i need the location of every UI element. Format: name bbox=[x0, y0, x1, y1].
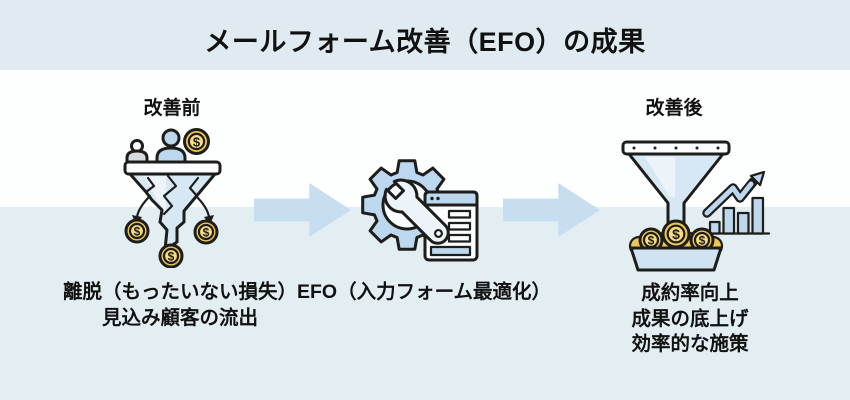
svg-text:$: $ bbox=[672, 226, 680, 242]
growth-chart-icon bbox=[702, 170, 771, 235]
process-caption-line-1: EFO（入力フォーム最適化） bbox=[296, 281, 551, 303]
top-background-band bbox=[0, 0, 850, 70]
dollar-coin-icon: $ bbox=[124, 218, 150, 244]
crack-lines bbox=[144, 174, 200, 216]
funnel-highlight bbox=[144, 176, 166, 210]
svg-text:$: $ bbox=[168, 250, 175, 264]
before-caption: 離脱（もったいない損失） 見込み顧客の流出 bbox=[30, 280, 330, 331]
before-label: 改善前 bbox=[143, 98, 201, 119]
leaking-funnel-icon: $ $ $ $ bbox=[123, 128, 222, 268]
after-label: 改善後 bbox=[645, 98, 703, 119]
efo-optimization-icon bbox=[361, 159, 479, 262]
dollar-coin-icon: $ bbox=[183, 128, 210, 155]
svg-text:$: $ bbox=[134, 225, 141, 239]
before-caption-line-2: 見込み顧客の流出 bbox=[101, 306, 258, 329]
before-caption-line-1: 離脱（もったいない損失） bbox=[62, 281, 297, 303]
dollar-coin-icon: $ bbox=[193, 219, 219, 245]
people-icon bbox=[125, 128, 187, 164]
dollar-coin-icon: $ bbox=[638, 227, 664, 253]
funnel-growth-icon: $ $ $ bbox=[621, 140, 771, 272]
dollar-coin-icon: $ bbox=[158, 243, 184, 268]
after-caption-line-2: 成果の底上げ bbox=[631, 307, 749, 330]
after-caption: 成約率向上 成果の底上げ 効率的な施策 bbox=[590, 281, 790, 358]
svg-text:$: $ bbox=[203, 226, 210, 240]
svg-text:$: $ bbox=[648, 234, 655, 248]
after-caption-line-3: 効率的な施策 bbox=[631, 333, 749, 355]
wrench-icon bbox=[383, 178, 450, 245]
process-caption: EFO（入力フォーム最適化） bbox=[274, 280, 574, 306]
dollar-coin-icon: $ bbox=[661, 219, 691, 249]
funnel-rim bbox=[123, 160, 222, 176]
svg-text:$: $ bbox=[193, 134, 201, 149]
funnel-icon bbox=[621, 140, 731, 229]
coins-tray-icon: $ $ $ bbox=[628, 219, 724, 272]
after-caption-line-1: 成約率向上 bbox=[641, 282, 739, 304]
page-title: メールフォーム改善（EFO）の成果 bbox=[204, 27, 646, 57]
svg-text:$: $ bbox=[699, 234, 706, 248]
